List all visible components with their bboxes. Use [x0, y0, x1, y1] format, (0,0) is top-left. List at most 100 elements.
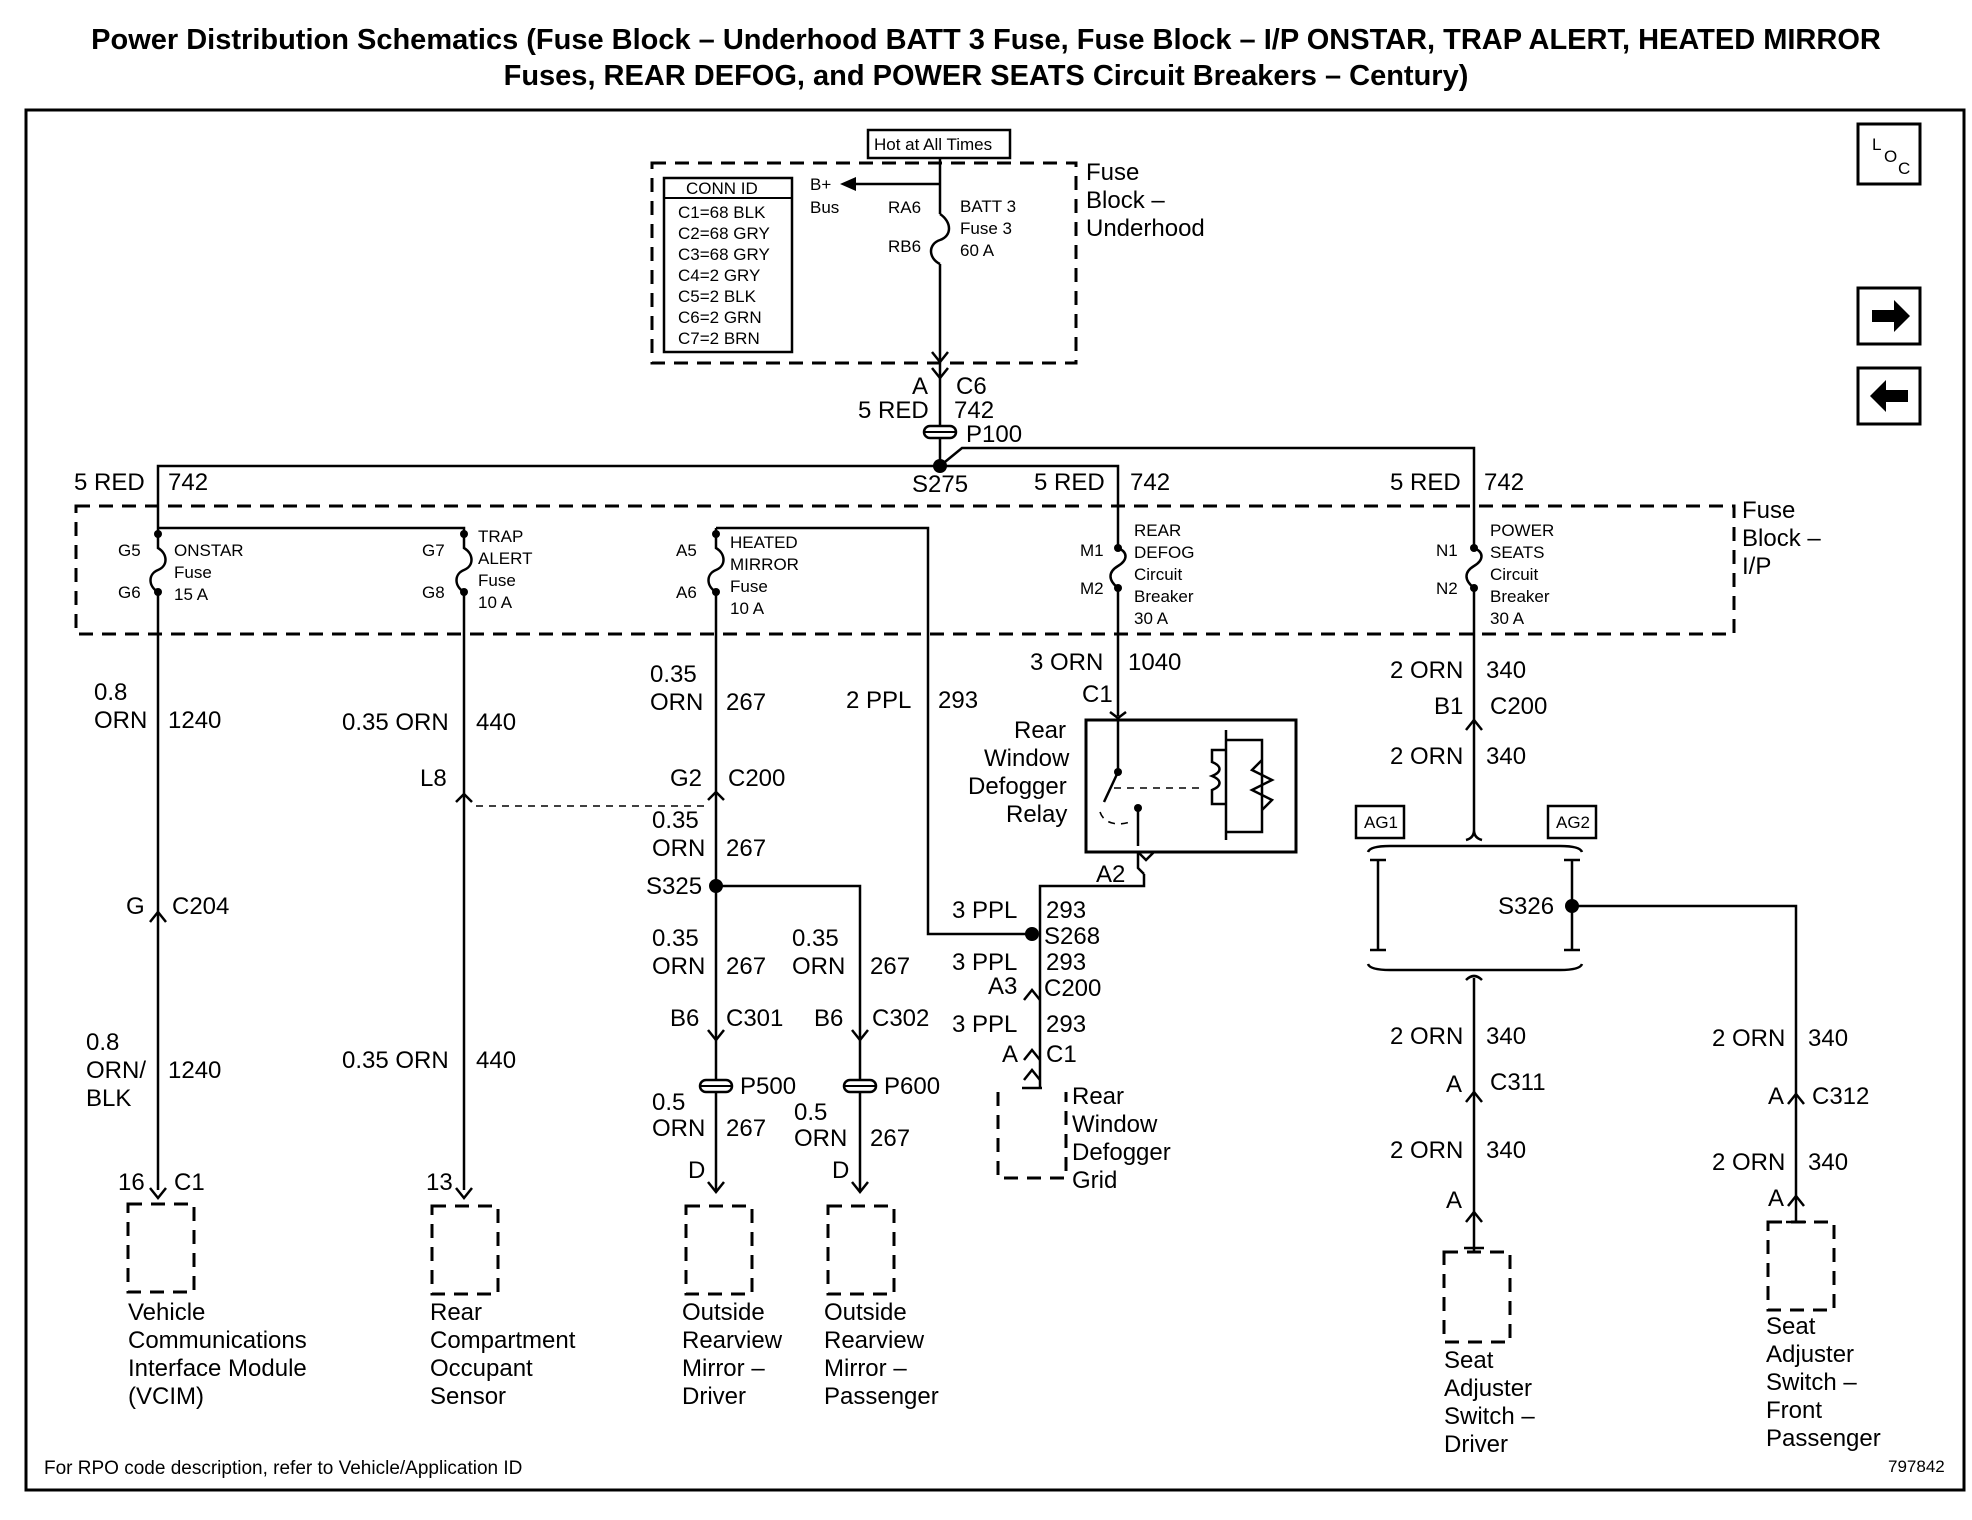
svg-text:0.5: 0.5: [794, 1099, 827, 1126]
ip-fuse-block-outline: [74, 504, 1736, 636]
diagram-frame: [24, 108, 1966, 1492]
hot-at-all-times-box: [866, 128, 1012, 160]
conn-id-row: C6=2 GRN: [678, 308, 762, 327]
main-wire-size: 5 RED: [858, 397, 929, 424]
svg-text:S325: S325: [646, 873, 702, 900]
svg-text:2 ORN: 2 ORN: [1712, 1149, 1785, 1176]
svg-text:293: 293: [1046, 949, 1086, 976]
svg-text:3 ORN: 3 ORN: [1030, 649, 1103, 676]
s275-label: S275: [912, 471, 968, 498]
back-arrow-button[interactable]: [1856, 366, 1922, 426]
svg-text:C200: C200: [1044, 975, 1101, 1002]
svg-text:340: 340: [1486, 657, 1526, 684]
batt3-fuse-symbol: [929, 212, 951, 266]
svg-text:C1: C1: [1046, 1041, 1077, 1068]
left-feed-circuit: 742: [168, 469, 208, 496]
svg-text:G6: G6: [118, 583, 141, 602]
svg-text:0.35: 0.35: [652, 807, 699, 834]
conn-id-row: C2=68 GRY: [678, 224, 770, 243]
c6-pin: A: [912, 373, 928, 400]
rear-defog-circuit: 3 ORN 1040 C1 Rear Window Defogger Relay…: [952, 649, 1298, 1194]
svg-text:B1: B1: [1434, 693, 1463, 720]
svg-text:ORN: ORN: [652, 1115, 705, 1142]
svg-text:SEATS: SEATS: [1490, 543, 1544, 562]
ip-block-label-1: Fuse: [1742, 497, 1795, 524]
bus-label-line1: B+: [810, 175, 831, 194]
svg-text:BLK: BLK: [86, 1085, 131, 1112]
svg-text:Switch –: Switch –: [1444, 1403, 1535, 1430]
svg-text:15 A: 15 A: [174, 585, 209, 604]
svg-text:B6: B6: [670, 1005, 699, 1032]
svg-text:Compartment: Compartment: [430, 1327, 576, 1354]
svg-text:ORN: ORN: [792, 953, 845, 980]
svg-text:10 A: 10 A: [730, 599, 765, 618]
conn-id-row: C7=2 BRN: [678, 329, 760, 348]
p100-label: P100: [966, 421, 1022, 448]
svg-text:0.35: 0.35: [650, 661, 697, 688]
svg-text:293: 293: [1046, 897, 1086, 924]
svg-text:AG2: AG2: [1556, 813, 1590, 832]
conn-id-title: CONN ID: [686, 179, 758, 198]
svg-text:267: 267: [726, 1115, 766, 1142]
svg-text:Rear: Rear: [1014, 717, 1066, 744]
loc-button[interactable]: L O C: [1856, 122, 1922, 186]
svg-text:0.8: 0.8: [86, 1029, 119, 1056]
svg-text:Rearview: Rearview: [824, 1327, 925, 1354]
svg-text:3 PPL: 3 PPL: [952, 1011, 1017, 1038]
right-feed-circuit: 742: [1484, 469, 1524, 496]
svg-text:C301: C301: [726, 1005, 783, 1032]
underhood-fuse-block-outline: [650, 161, 1078, 365]
mid-feed-wire: 5 RED: [1034, 469, 1105, 496]
svg-text:L: L: [1872, 135, 1881, 154]
svg-text:Grid: Grid: [1072, 1167, 1117, 1194]
svg-text:16: 16: [118, 1169, 145, 1196]
svg-text:440: 440: [476, 1047, 516, 1074]
batt3-fuse-label-1: BATT 3: [960, 197, 1016, 216]
svg-text:340: 340: [1808, 1025, 1848, 1052]
document-id: 797842: [1888, 1457, 1945, 1476]
svg-text:13: 13: [426, 1169, 453, 1196]
svg-text:293: 293: [938, 687, 978, 714]
svg-text:Circuit: Circuit: [1134, 565, 1182, 584]
svg-text:ORN: ORN: [794, 1125, 847, 1152]
onstar-fuse: G5 G6 ONSTAR Fuse 15 A: [118, 530, 244, 1190]
rear-defog-circuit-breaker: M1 M2 REAR DEFOG Circuit Breaker 30 A: [1080, 521, 1194, 716]
svg-text:0.5: 0.5: [652, 1089, 685, 1116]
conn-id-row: C5=2 BLK: [678, 287, 757, 306]
mirror-passenger-circuit: 0.35 ORN 267 B6 C302 P600 0.5 ORN 267 D …: [792, 925, 940, 1410]
svg-text:AG1: AG1: [1364, 813, 1398, 832]
svg-text:DEFOG: DEFOG: [1134, 543, 1194, 562]
svg-text:ORN: ORN: [652, 835, 705, 862]
svg-text:A: A: [1768, 1083, 1784, 1110]
svg-text:10 A: 10 A: [478, 593, 513, 612]
title-line-2: Fuses, REAR DEFOG, and POWER SEATS Circu…: [503, 60, 1469, 92]
svg-text:C1: C1: [174, 1169, 205, 1196]
svg-text:1040: 1040: [1128, 649, 1181, 676]
svg-text:C1: C1: [1082, 681, 1113, 708]
forward-arrow-button[interactable]: [1856, 286, 1922, 346]
svg-text:B6: B6: [814, 1005, 843, 1032]
svg-text:ALERT: ALERT: [478, 549, 533, 568]
left-arrow-icon: [1870, 380, 1908, 412]
svg-text:ORN: ORN: [652, 953, 705, 980]
svg-text:440: 440: [476, 709, 516, 736]
svg-text:Passenger: Passenger: [1766, 1425, 1881, 1452]
svg-text:Mirror –: Mirror –: [682, 1355, 765, 1382]
rcos-circuit: 0.35 ORN 440 L8 0.35 ORN 440 13 Rear Com…: [342, 709, 708, 1410]
svg-text:0.35 ORN: 0.35 ORN: [342, 709, 449, 736]
svg-text:Vehicle: Vehicle: [128, 1299, 205, 1326]
svg-text:Outside: Outside: [682, 1299, 765, 1326]
svg-text:ORN: ORN: [94, 707, 147, 734]
svg-text:0.35: 0.35: [652, 925, 699, 952]
svg-text:Driver: Driver: [682, 1383, 746, 1410]
svg-text:3 PPL: 3 PPL: [952, 949, 1017, 976]
svg-text:Interface Module: Interface Module: [128, 1355, 307, 1382]
svg-text:2 ORN: 2 ORN: [1390, 1023, 1463, 1050]
svg-text:340: 340: [1808, 1149, 1848, 1176]
defogger-relay-box: [1084, 718, 1298, 854]
svg-text:ONSTAR: ONSTAR: [174, 541, 244, 560]
svg-text:Passenger: Passenger: [824, 1383, 939, 1410]
power-seats-circuit: 2 ORN 340 B1 C200 2 ORN 340 AG1 AG2 S326…: [1354, 657, 1881, 1458]
svg-text:Defogger: Defogger: [968, 773, 1067, 800]
